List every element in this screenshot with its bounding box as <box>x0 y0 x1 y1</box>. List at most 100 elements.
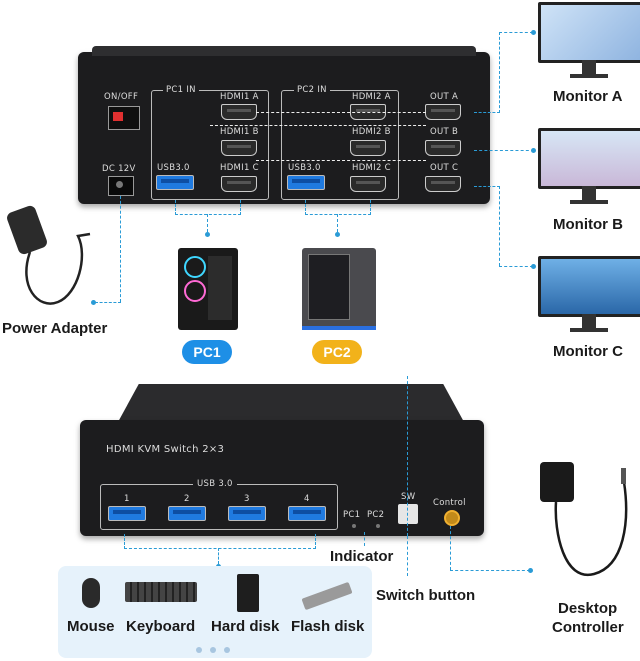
pc1-tower <box>178 248 238 330</box>
hdmi1a-label: HDMI1 A <box>220 92 259 102</box>
mouse-label: Mouse <box>67 618 115 635</box>
connector-pc2-stem <box>337 214 338 232</box>
hdmi2a-label: HDMI2 A <box>352 92 391 102</box>
pc1-badge: PC1 <box>182 340 232 364</box>
connector-c-vert <box>499 186 500 266</box>
usb-port-1-number: 1 <box>124 494 130 504</box>
sw-label: SW <box>401 492 416 502</box>
hdmi1b-port[interactable] <box>221 140 257 156</box>
rear-panel-top-edge <box>92 46 476 56</box>
front-panel-title: HDMI KVM Switch 2×3 <box>106 444 225 455</box>
usb30-group-label: USB 3.0 <box>193 479 237 489</box>
outc-port[interactable] <box>425 176 461 192</box>
connector-switch-low <box>407 536 408 576</box>
connector-a-dot <box>531 30 536 35</box>
control-label: Control <box>433 498 466 508</box>
usb30-port-pc2[interactable] <box>287 175 325 190</box>
internal-route-b <box>210 125 426 126</box>
pc2-in-label: PC2 IN <box>294 85 330 95</box>
keyboard-label: Keyboard <box>126 618 196 635</box>
outc-label: OUT C <box>430 163 459 173</box>
pc2-badge: PC2 <box>312 340 362 364</box>
connector-control-horiz <box>450 570 530 571</box>
usb-port-4-number: 4 <box>304 494 310 504</box>
peripherals-tray <box>58 566 372 658</box>
connector-switch <box>407 376 408 536</box>
indicator-pc2-label: PC2 <box>367 510 385 520</box>
switch-button-callout: Switch button <box>376 587 476 604</box>
hard-disk-label: Hard disk <box>211 618 280 635</box>
dc-label: DC 12V <box>102 164 136 174</box>
desktop-controller-label-1: Desktop <box>558 600 618 617</box>
hdmi2c-label: HDMI2 C <box>352 163 391 173</box>
pager-dot-3 <box>224 647 230 653</box>
connector-out-c <box>474 186 500 187</box>
connector-usb-group <box>124 534 316 549</box>
monitor-a <box>538 2 640 82</box>
internal-route-c <box>256 160 426 161</box>
connector-c-dot <box>531 264 536 269</box>
power-switch[interactable] <box>108 106 140 130</box>
connector-control-vert <box>450 526 451 570</box>
hdmi1c-label: HDMI1 C <box>220 163 259 173</box>
hdmi2b-label: HDMI2 B <box>352 127 391 137</box>
hdmi1c-port[interactable] <box>221 176 257 192</box>
outb-label: OUT B <box>430 127 459 137</box>
connector-pc2-dot <box>335 232 340 237</box>
desktop-controller-icon <box>534 462 634 592</box>
indicator-pc2-led <box>376 524 380 528</box>
usb30-label-pc2: USB3.0 <box>288 163 321 173</box>
kvm-rear-panel <box>78 52 490 204</box>
usb-port-4[interactable] <box>288 506 326 521</box>
dc-jack[interactable] <box>108 176 134 196</box>
outb-port[interactable] <box>425 140 461 156</box>
pager-dot-1 <box>196 647 202 653</box>
connector-c-horiz <box>499 266 533 267</box>
monitor-c <box>538 256 640 336</box>
usb-port-3[interactable] <box>228 506 266 521</box>
connector-dc-dot <box>91 300 96 305</box>
hdmi2b-port[interactable] <box>350 140 386 156</box>
pc2-tower <box>302 248 376 330</box>
outa-label: OUT A <box>430 92 459 102</box>
desktop-controller-label-2: Controller <box>552 619 624 636</box>
pc2-in-group <box>281 90 399 200</box>
on-off-label: ON/OFF <box>104 92 139 102</box>
usb-port-2[interactable] <box>168 506 206 521</box>
hard-disk-icon <box>237 574 259 612</box>
control-jack[interactable] <box>444 510 460 526</box>
connector-out-b <box>474 150 534 151</box>
pc1-in-group <box>151 90 269 200</box>
power-adapter-icon <box>5 204 98 316</box>
pager-dot-2 <box>210 647 216 653</box>
connector-b-dot <box>531 148 536 153</box>
usb-port-2-number: 2 <box>184 494 190 504</box>
connector-pc1-stem <box>207 214 208 232</box>
connector-out-a <box>474 112 500 113</box>
power-adapter-label: Power Adapter <box>2 320 108 337</box>
switch-button[interactable] <box>398 504 418 524</box>
connector-dc-horiz <box>95 302 121 303</box>
monitor-c-label: Monitor C <box>553 343 623 360</box>
connector-a-vert <box>499 32 500 113</box>
usb30-port-pc1[interactable] <box>156 175 194 190</box>
usb-port-1[interactable] <box>108 506 146 521</box>
indicator-pc1-label: PC1 <box>343 510 361 520</box>
connector-usb-stem <box>218 548 219 564</box>
hdmi1a-port[interactable] <box>221 104 257 120</box>
internal-route-a <box>256 112 426 113</box>
usb30-label-pc1: USB3.0 <box>157 163 190 173</box>
monitor-b-label: Monitor B <box>553 216 623 233</box>
flash-disk-label: Flash disk <box>291 618 365 635</box>
hdmi2c-port[interactable] <box>350 176 386 192</box>
connector-pc1-dot <box>205 232 210 237</box>
connector-pc1 <box>175 200 241 215</box>
keyboard-icon <box>125 582 197 602</box>
indicator-callout: Indicator <box>330 548 394 565</box>
pc1-in-label: PC1 IN <box>163 85 199 95</box>
mouse-icon <box>82 578 100 608</box>
usb-port-3-number: 3 <box>244 494 250 504</box>
connector-a-horiz <box>499 32 533 33</box>
indicator-pc1-led <box>352 524 356 528</box>
outa-port[interactable] <box>425 104 461 120</box>
